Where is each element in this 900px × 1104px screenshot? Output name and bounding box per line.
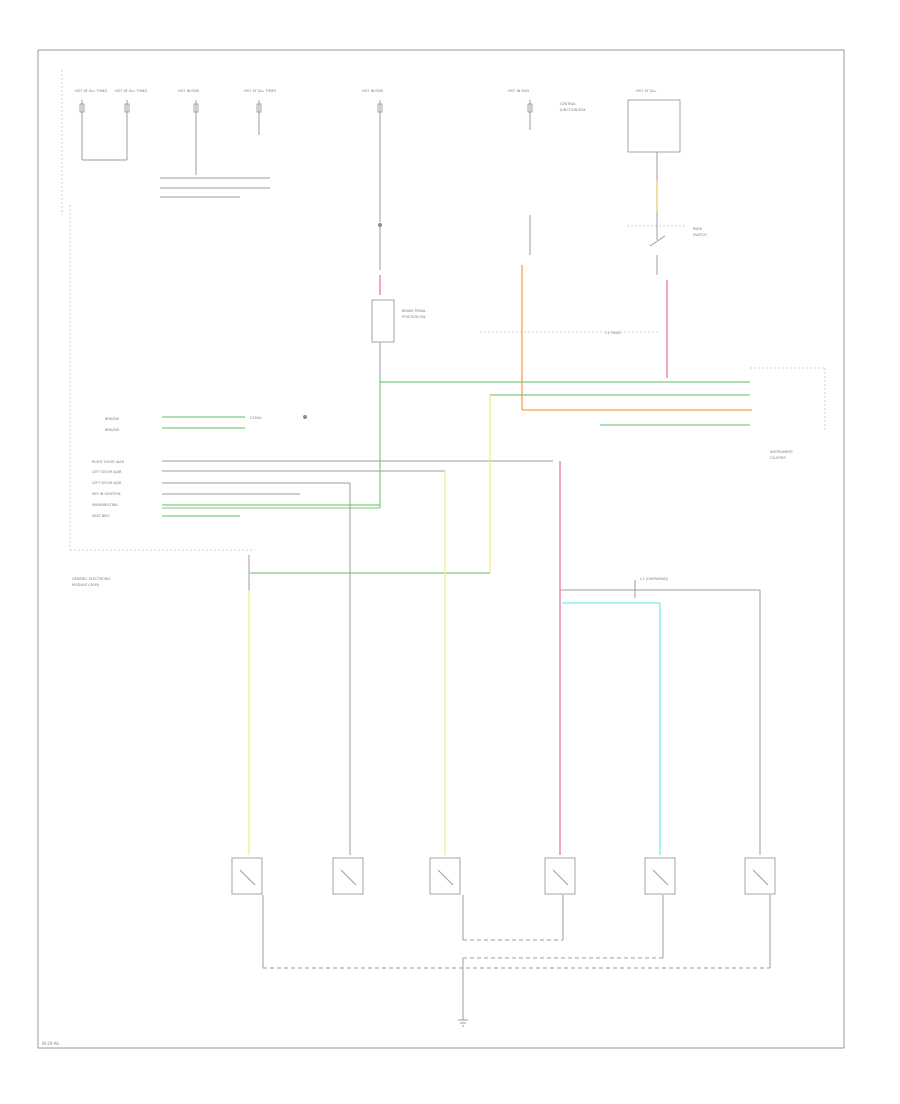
fuse-icon: HOT AT ALL TIMES xyxy=(75,89,108,160)
module-icon xyxy=(371,299,395,343)
svg-text:LEFT DOOR AJAR: LEFT DOOR AJAR xyxy=(92,481,122,485)
right-bus: INSTRUMENT CLUSTER C1 PRND xyxy=(250,331,826,574)
svg-text:HOT IN RUN: HOT IN RUN xyxy=(178,89,199,93)
fuse-icon: HOT IN RUN xyxy=(178,89,199,175)
svg-text:PARK/NEUTRAL: PARK/NEUTRAL xyxy=(92,503,118,507)
switch-row xyxy=(231,857,776,895)
switch-icon xyxy=(429,857,461,895)
svg-text:C250A: C250A xyxy=(250,416,262,420)
right-top-block: HOT AT ALL PARK SWITCH xyxy=(627,89,707,378)
svg-text:CENTRAL: CENTRAL xyxy=(560,102,576,106)
svg-text:INSTRUMENT: INSTRUMENT xyxy=(770,450,794,454)
switch-icon xyxy=(544,857,576,895)
svg-text:BRAKE PEDAL: BRAKE PEDAL xyxy=(402,309,426,313)
svg-text:GENERIC ELECTRONIC: GENERIC ELECTRONIC xyxy=(72,577,112,581)
svg-text:HOT AT ALL TIMES: HOT AT ALL TIMES xyxy=(244,89,277,93)
switch-icon xyxy=(644,857,676,895)
svg-text:LEFT DOOR AJAR: LEFT DOOR AJAR xyxy=(92,470,122,474)
svg-text:SWITCH: SWITCH xyxy=(693,233,707,237)
svg-text:SEAT BELT: SEAT BELT xyxy=(92,514,111,518)
module-output-wires: RIGHT DOOR AJAR LEFT DOOR AJAR LEFT DOOR… xyxy=(92,460,553,518)
module-icon xyxy=(627,99,681,153)
svg-text:C1 PRND: C1 PRND xyxy=(605,331,621,335)
svg-text:C1 (OVERHEAD): C1 (OVERHEAD) xyxy=(640,577,669,581)
svg-text:MODULE (GEM): MODULE (GEM) xyxy=(72,583,100,587)
center-feed: HOT IN RUN BRAKE PEDAL POSITION SW xyxy=(162,89,426,509)
module-green-inputs: BRK/SW BRK/SW C250A xyxy=(105,415,307,432)
splice-dot-icon xyxy=(303,415,307,419)
hot-feed-2: HOT IN RUN CENTRAL JUNCTION BOX xyxy=(508,89,752,411)
svg-text:BRK/SW: BRK/SW xyxy=(105,428,120,432)
ground-bus xyxy=(262,895,771,1027)
svg-text:HOT AT ALL TIMES: HOT AT ALL TIMES xyxy=(115,89,148,93)
svg-text:POSITION SW: POSITION SW xyxy=(402,315,426,319)
svg-text:HOT AT ALL TIMES: HOT AT ALL TIMES xyxy=(75,89,108,93)
svg-text:HOT IN RUN: HOT IN RUN xyxy=(362,89,383,93)
svg-text:PARK: PARK xyxy=(693,227,703,231)
svg-text:BRK/SW: BRK/SW xyxy=(105,417,120,421)
fuse-icon: HOT AT ALL TIMES xyxy=(244,89,277,135)
svg-text:RIGHT DOOR AJAR: RIGHT DOOR AJAR xyxy=(92,460,125,464)
fuse-block-group: HOT AT ALL TIMES HOT AT ALL TIMES HOT IN… xyxy=(61,70,277,215)
fuse-icon: HOT AT ALL TIMES xyxy=(115,89,148,160)
svg-text:KEY IN IGNITION: KEY IN IGNITION xyxy=(92,492,121,496)
gem-module: GENERIC ELECTRONIC MODULE (GEM) xyxy=(69,205,255,587)
svg-text:HOT IN RUN: HOT IN RUN xyxy=(508,89,529,93)
lower-wires: C1 (OVERHEAD) xyxy=(248,461,761,855)
splice-dot-icon xyxy=(378,223,382,227)
switch-icon xyxy=(231,857,263,895)
ground-icon xyxy=(458,1019,468,1027)
switch-icon xyxy=(332,857,364,895)
switch-icon xyxy=(744,857,776,895)
svg-text:JUNCTION BOX: JUNCTION BOX xyxy=(559,108,586,112)
svg-text:HOT AT ALL: HOT AT ALL xyxy=(636,89,656,93)
svg-text:CLUSTER: CLUSTER xyxy=(770,456,786,460)
reference-code: W-29-Ab xyxy=(42,1041,59,1046)
diagram-frame xyxy=(37,49,845,1049)
